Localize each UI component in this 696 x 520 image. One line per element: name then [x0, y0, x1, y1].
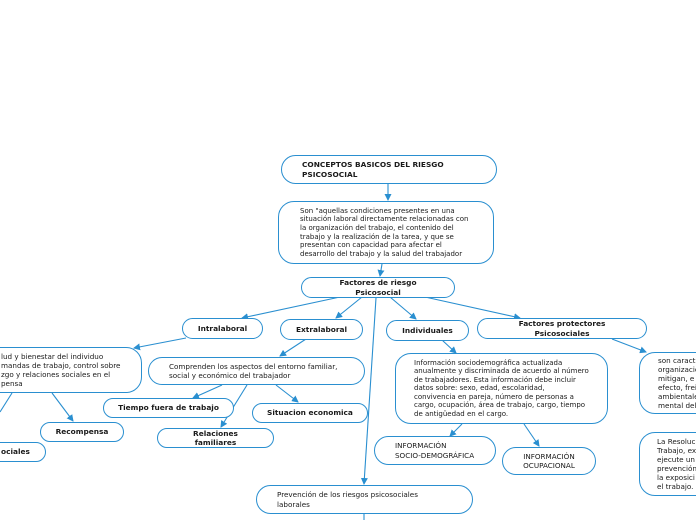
- node-factores-text: Factores de riesgo Psicosocial: [339, 278, 417, 297]
- node-situacion: Situacion economica: [252, 403, 368, 423]
- node-factores: Factores de riesgo Psicosocial: [301, 277, 455, 298]
- edge-inddesc-ocupacional: [523, 423, 540, 447]
- node-socio-demografica-text: INFORMACIÓN SOCIO-DEMOGRÁFICA: [395, 441, 475, 460]
- node-recompensa-text: Recompensa: [55, 427, 109, 437]
- edge-intradesc-sociales: [0, 392, 13, 413]
- edge-inddesc-socio: [449, 423, 463, 437]
- node-familiares-text: Relaciones familiares: [193, 428, 238, 447]
- node-ocupacional-text: INFORMACIÓN OCUPACIONAL: [523, 451, 575, 470]
- node-ocupacional: INFORMACIÓN OCUPACIONAL: [502, 447, 596, 475]
- node-individuales-desc-text: Información sociodemográfica actualizada…: [414, 358, 589, 418]
- node-intralaboral: Intralaboral: [182, 318, 263, 339]
- node-prevencion: Prevención de los riesgos psicosociales …: [256, 485, 473, 514]
- node-tiempo: Tiempo fuera de trabajo: [103, 398, 234, 418]
- edge-factores-individuales: [389, 296, 417, 320]
- edge-factores-intralaboral: [241, 296, 341, 321]
- node-individuales: Individuales: [386, 320, 469, 341]
- edge-intradesc-recompensa: [51, 392, 74, 422]
- node-resolucion-text: La Resoluc Trabajo, ex ejecute un preven…: [657, 436, 696, 492]
- edge-factores-protectores: [424, 296, 521, 321]
- node-individuales-desc: Información sociodemográfica actualizada…: [395, 353, 608, 424]
- edge-extralaboral-desc: [279, 338, 307, 357]
- edge-extradesc-situacion: [275, 384, 299, 403]
- node-sociales: ociales: [0, 442, 46, 462]
- node-sociales-text: ociales: [1, 447, 30, 457]
- edge-individuales-desc: [441, 339, 457, 354]
- node-recompensa: Recompensa: [40, 422, 124, 442]
- edge-factores-extralaboral: [335, 296, 363, 319]
- node-protectores-desc: son caract organizacio mitigan, e efecto…: [639, 352, 696, 414]
- node-intralaboral-desc: lud y bienestar del individuo mandas de …: [0, 347, 142, 393]
- node-title: CONCEPTOS BASICOS DEL RIESGO PSICOSOCIAL: [281, 155, 497, 184]
- node-protectores-desc-text: son caract organizacio mitigan, e efecto…: [658, 355, 696, 411]
- node-extralaboral-desc-text: Comprenden los aspectos del entorno fami…: [169, 361, 338, 380]
- edge-extradesc-tiempo: [192, 384, 223, 399]
- node-protectores: Factores protectores Psicosociales: [477, 318, 647, 339]
- node-intralaboral-desc-text: lud y bienestar del individuo mandas de …: [1, 351, 121, 389]
- edge-definition-factores: [377, 263, 385, 277]
- node-extralaboral-text: Extralaboral: [295, 324, 348, 334]
- node-prevencion-text: Prevención de los riesgos psicosociales …: [277, 490, 418, 509]
- node-situacion-text: Situacion economica: [267, 408, 353, 418]
- node-definition: Son "aquellas condiciones presentes en u…: [278, 201, 494, 264]
- node-intralaboral-text: Intralaboral: [197, 323, 248, 333]
- edge-intralaboral-desc: [133, 337, 187, 351]
- node-extralaboral: Extralaboral: [280, 319, 363, 340]
- node-protectores-text: Factores protectores Psicosociales: [518, 319, 606, 338]
- node-title-text: CONCEPTOS BASICOS DEL RIESGO PSICOSOCIAL: [302, 160, 444, 179]
- edge-protectores-desc: [611, 338, 647, 354]
- node-resolucion: La Resoluc Trabajo, ex ejecute un preven…: [639, 432, 696, 496]
- node-definition-text: Son "aquellas condiciones presentes en u…: [300, 206, 469, 258]
- node-familiares: Relaciones familiares: [157, 428, 274, 448]
- node-tiempo-text: Tiempo fuera de trabajo: [118, 403, 219, 413]
- node-socio-demografica: INFORMACIÓN SOCIO-DEMOGRÁFICA: [374, 436, 496, 465]
- node-individuales-text: Individuales: [402, 325, 453, 335]
- node-extralaboral-desc: Comprenden los aspectos del entorno fami…: [148, 357, 365, 385]
